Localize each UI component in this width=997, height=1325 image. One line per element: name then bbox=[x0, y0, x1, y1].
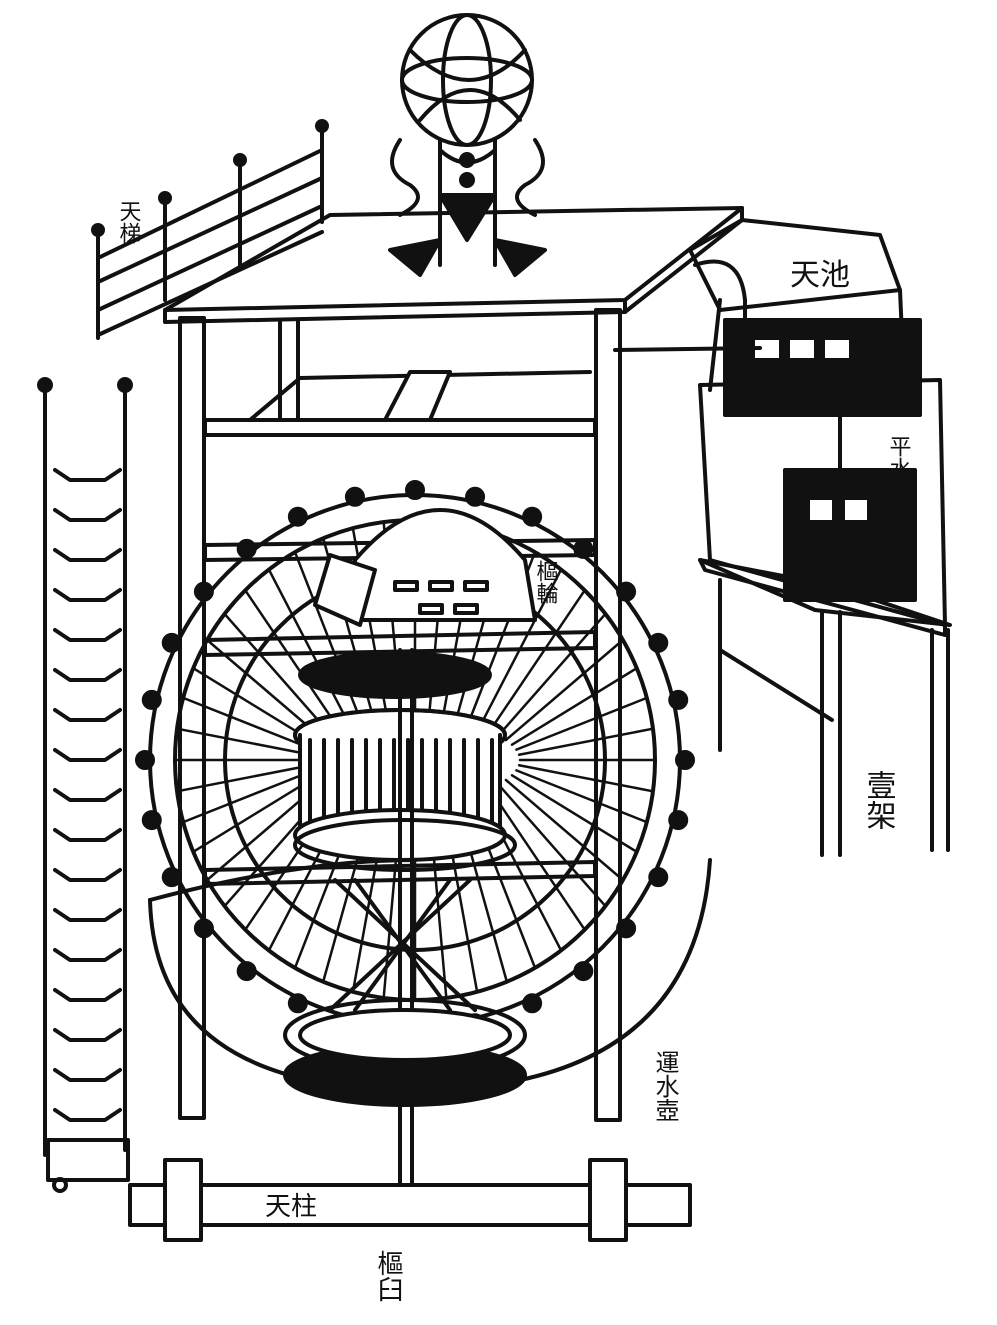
wheel-bucket bbox=[668, 689, 689, 710]
label-shuilun: 樞輪 bbox=[533, 560, 559, 604]
wheel-spoke bbox=[510, 774, 638, 854]
base-beam bbox=[128, 1158, 692, 1242]
cage-gear bbox=[293, 651, 517, 872]
label-yunshui: 運水壺 bbox=[651, 1050, 679, 1122]
wheel-bucket bbox=[573, 961, 594, 982]
wheel-spoke bbox=[487, 787, 586, 931]
wheel-bucket bbox=[648, 867, 669, 888]
chain-pump-ladder bbox=[37, 377, 133, 1193]
label-pingshui: 平水壺 bbox=[886, 435, 912, 501]
wheel-spoke bbox=[175, 763, 313, 793]
wheel-spoke bbox=[192, 774, 320, 854]
bell-housing bbox=[313, 508, 537, 627]
wheel-bucket bbox=[405, 480, 425, 500]
labels: 天池 平水壺 壹架 樞輪 天梯 天柱 運水壺 樞臼 bbox=[116, 200, 912, 1302]
wheel-bucket bbox=[287, 993, 308, 1014]
wheel-bucket bbox=[135, 750, 155, 770]
wheel-spoke bbox=[175, 727, 313, 757]
wheel-spoke bbox=[497, 783, 607, 908]
wheel-bucket bbox=[465, 486, 486, 507]
wheel-spoke bbox=[504, 638, 625, 742]
basin bbox=[148, 858, 712, 1092]
wheel-bucket bbox=[193, 581, 214, 602]
wheel-spoke bbox=[510, 666, 638, 746]
label-shuguan: 樞臼 bbox=[373, 1250, 403, 1302]
wheel-bucket bbox=[161, 632, 182, 653]
wheel-spoke bbox=[181, 769, 315, 824]
wheel-spoke bbox=[517, 727, 655, 757]
wheel-bucket bbox=[522, 993, 543, 1014]
wheel-spoke bbox=[477, 568, 563, 730]
wheel-spoke bbox=[517, 763, 655, 793]
wheel-spoke bbox=[515, 696, 649, 751]
wheel-bucket bbox=[287, 506, 308, 527]
wheel-spoke bbox=[515, 769, 649, 824]
wheel-spoke bbox=[504, 778, 625, 882]
label-tianzhu: 天柱 bbox=[265, 1192, 317, 1222]
wheel-spoke bbox=[497, 612, 607, 737]
wheel-bucket bbox=[193, 918, 214, 939]
wheel-bucket bbox=[236, 538, 257, 559]
wheel-bucket bbox=[344, 486, 365, 507]
wheel-bucket bbox=[616, 918, 637, 939]
wheel-bucket bbox=[141, 689, 162, 710]
armillary-sphere bbox=[388, 13, 547, 277]
wheel-bucket bbox=[616, 581, 637, 602]
label-tianti: 天梯 bbox=[116, 200, 142, 244]
wheel-spoke bbox=[487, 589, 586, 733]
wheel-bucket bbox=[141, 810, 162, 831]
wheel-bucket bbox=[161, 867, 182, 888]
wheel-spoke bbox=[267, 568, 353, 730]
label-shujia: 壹架 bbox=[861, 770, 896, 830]
label-tianchi: 天池 bbox=[790, 258, 850, 293]
balustrade bbox=[91, 119, 329, 340]
wheel-spoke bbox=[181, 696, 315, 751]
wheel-spoke bbox=[223, 612, 333, 737]
wheel-bucket bbox=[675, 750, 695, 770]
wheel-bucket bbox=[648, 632, 669, 653]
wheel-bucket bbox=[668, 810, 689, 831]
wheel-bucket bbox=[573, 538, 594, 559]
wheel-spoke bbox=[244, 589, 343, 733]
reservoir-stand bbox=[613, 218, 952, 857]
wheel-bucket bbox=[236, 961, 257, 982]
wheel-bucket bbox=[522, 506, 543, 527]
